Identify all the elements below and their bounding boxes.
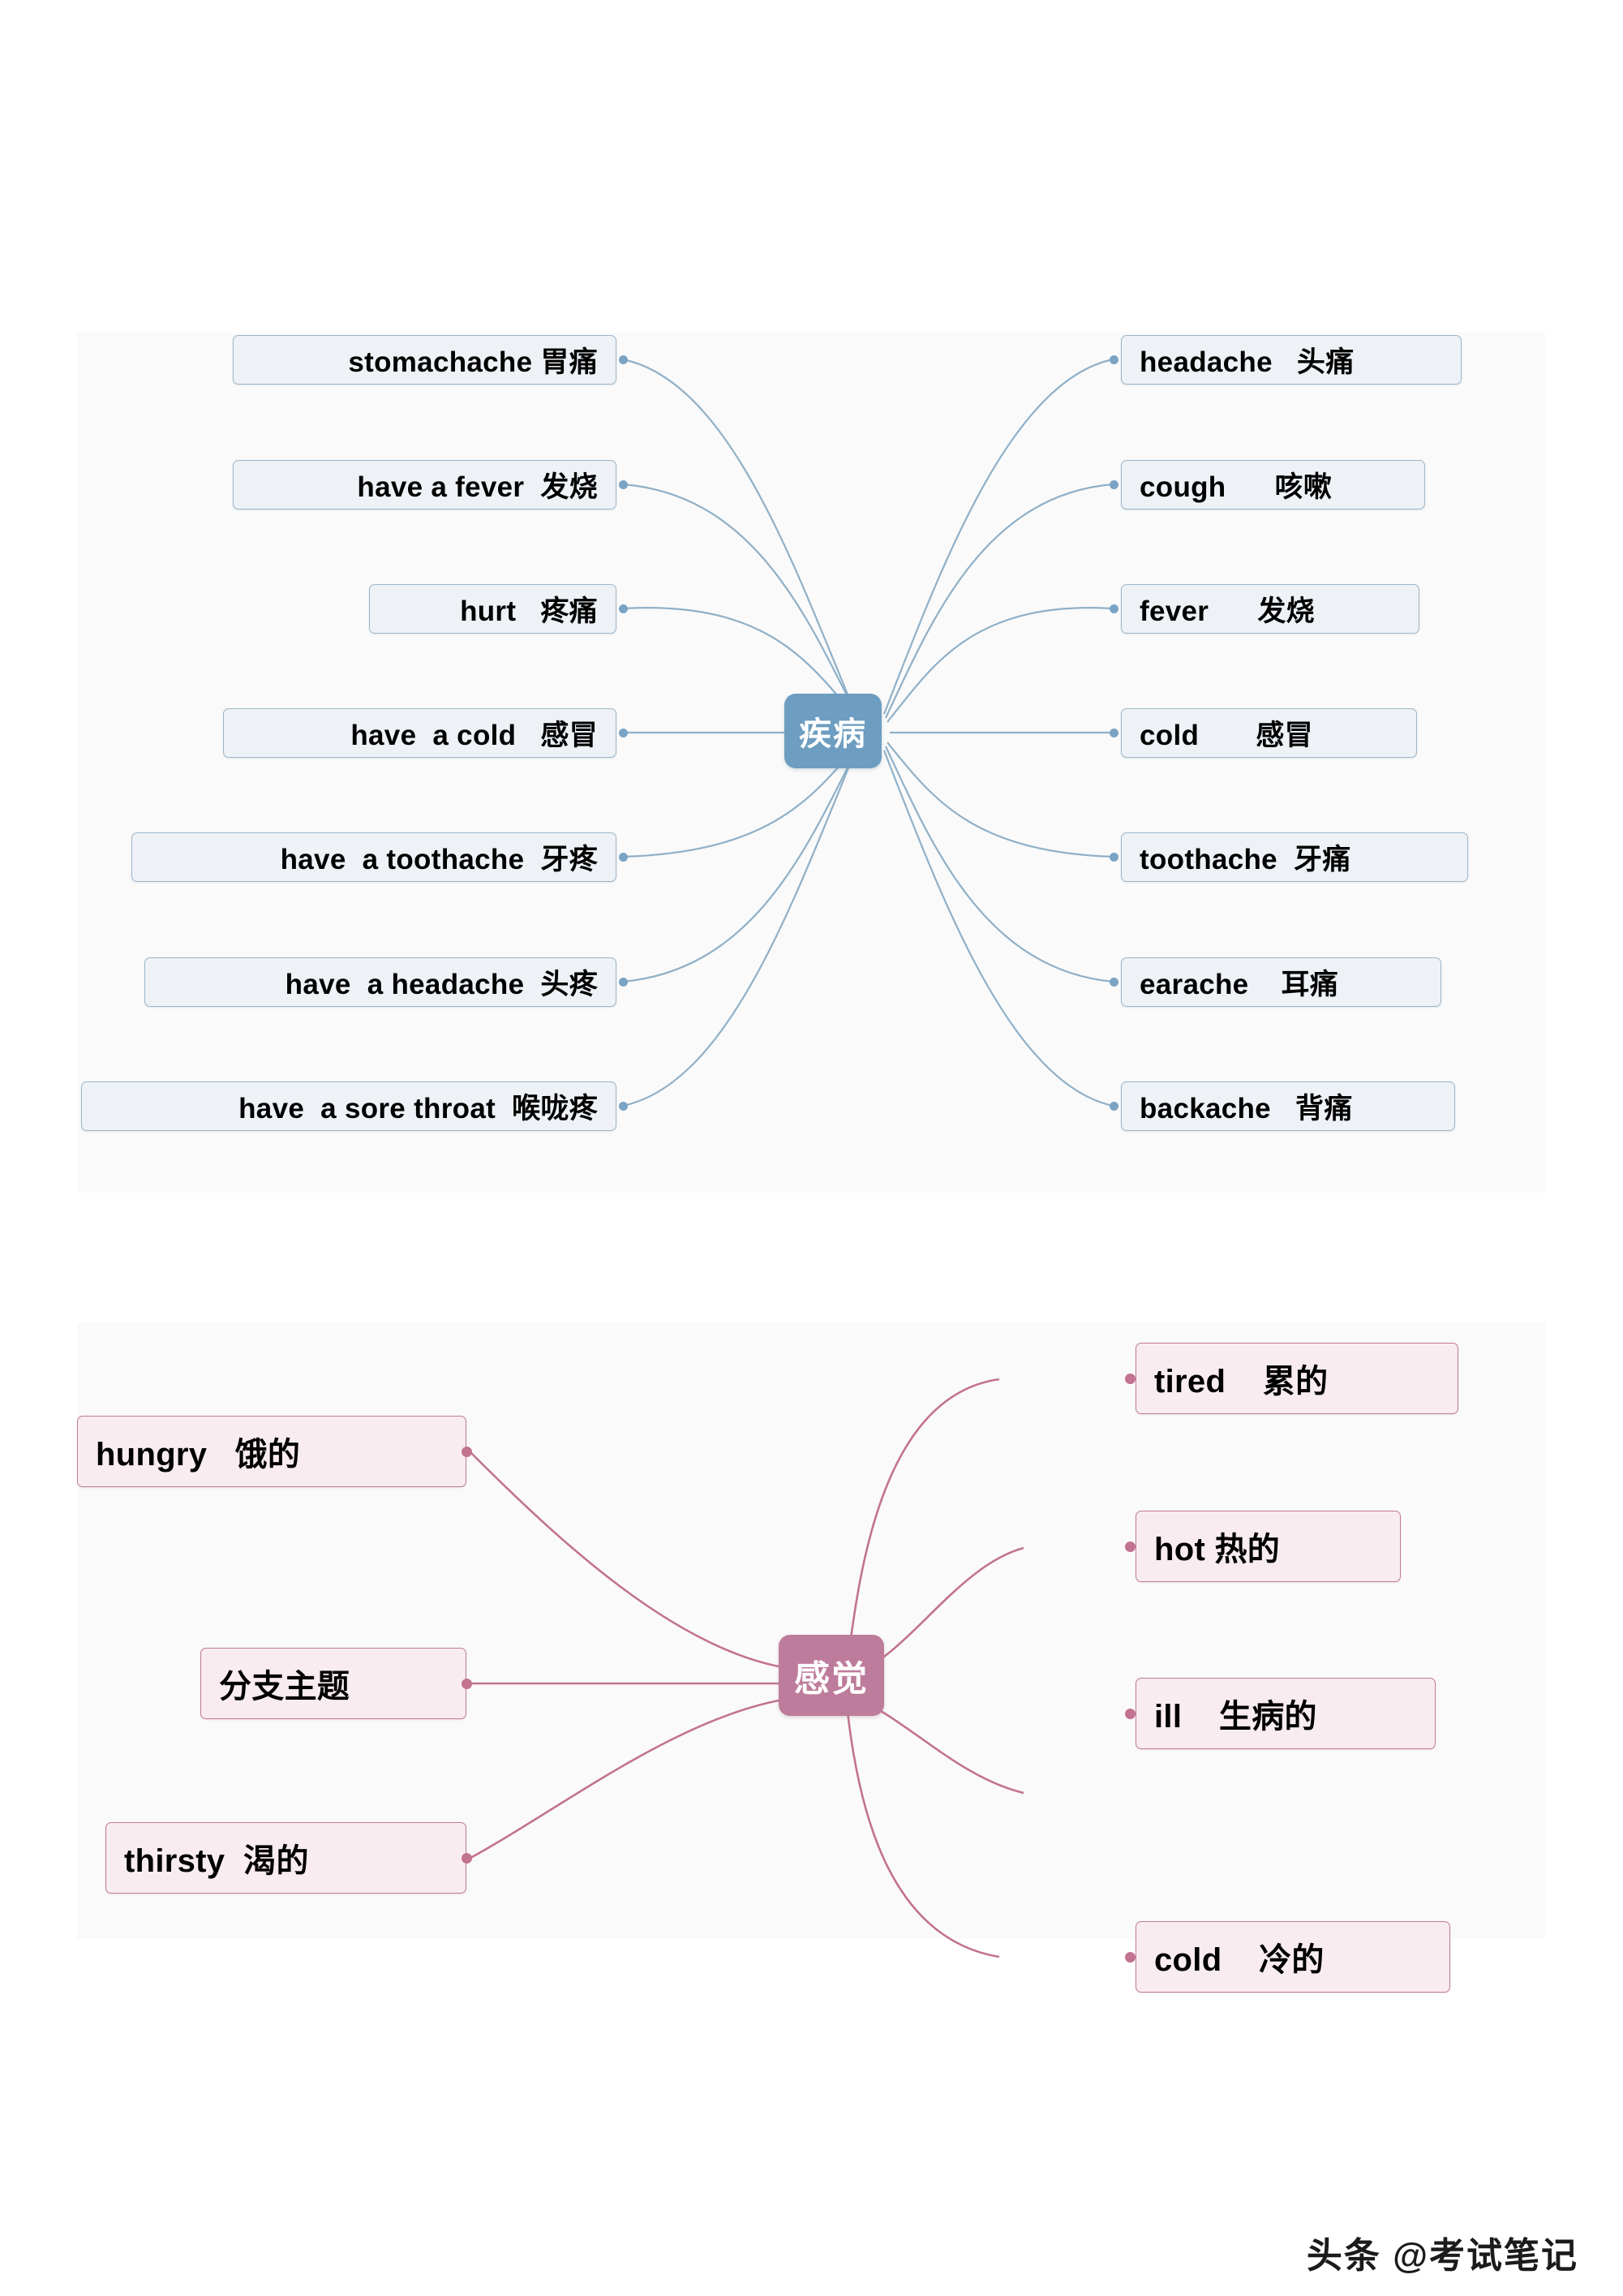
branch-cough-label: cough 咳嗽: [1140, 471, 1333, 503]
branch-hot-label: hot 热的: [1154, 1532, 1281, 1567]
branch-hurt[interactable]: hurt 疼痛: [369, 584, 616, 634]
branch-have-a-toothache[interactable]: have a toothache 牙疼: [131, 832, 616, 882]
branch-thirsty[interactable]: thirsty 渴的: [105, 1822, 466, 1894]
branch-ill-label: ill 生病的: [1154, 1699, 1317, 1735]
branch-fenzhizhuti[interactable]: 分支主题: [200, 1648, 466, 1719]
branch-hurt-label: hurt 疼痛: [460, 595, 598, 627]
link-dot: [1125, 1952, 1136, 1963]
branch-cold-feeling-label: cold 冷的: [1154, 1942, 1325, 1978]
branch-earache[interactable]: earache 耳痛: [1121, 957, 1441, 1007]
branch-have-a-sore-throat-label: have a sore throat 喉咙疼: [238, 1093, 598, 1124]
branch-tired[interactable]: tired 累的: [1136, 1343, 1458, 1414]
branch-have-a-fever[interactable]: have a fever 发烧: [233, 460, 616, 510]
branch-have-a-cold[interactable]: have a cold 感冒: [223, 708, 616, 758]
branch-hungry[interactable]: hungry 饿的: [77, 1416, 466, 1487]
watermark: 头条 @考试笔记: [1306, 2236, 1578, 2276]
branch-have-a-cold-label: have a cold 感冒: [350, 720, 598, 751]
branch-have-a-headache-label: have a headache 头疼: [285, 969, 598, 1000]
branch-cough[interactable]: cough 咳嗽: [1121, 460, 1425, 510]
branch-headache-label: headache 头痛: [1140, 346, 1355, 378]
branch-have-a-toothache-label: have a toothache 牙疼: [280, 844, 598, 875]
center-node-disease[interactable]: 疾病: [784, 694, 882, 768]
center-node-feeling-label: 感觉: [794, 1659, 869, 1699]
branch-hungry-label: hungry 饿的: [96, 1437, 301, 1473]
branch-have-a-fever-label: have a fever 发烧: [357, 471, 598, 503]
branch-fenzhizhuti-label: 分支主题: [219, 1669, 350, 1705]
branch-thirsty-label: thirsty 渴的: [124, 1843, 309, 1879]
branch-hot[interactable]: hot 热的: [1136, 1511, 1401, 1582]
branch-cold-feeling[interactable]: cold 冷的: [1136, 1921, 1450, 1993]
branch-ill[interactable]: ill 生病的: [1136, 1678, 1436, 1749]
branch-cold[interactable]: cold 感冒: [1121, 708, 1417, 758]
branch-backache-label: backache 背痛: [1140, 1093, 1353, 1124]
branch-have-a-sore-throat[interactable]: have a sore throat 喉咙疼: [81, 1081, 616, 1131]
branch-have-a-headache[interactable]: have a headache 头疼: [144, 957, 616, 1007]
branch-toothache-label: toothache 牙痛: [1140, 844, 1351, 875]
branch-tired-label: tired 累的: [1154, 1364, 1329, 1400]
branch-backache[interactable]: backache 背痛: [1121, 1081, 1455, 1131]
branch-stomachache[interactable]: stomachache 胃痛: [233, 335, 616, 385]
branch-cold-label: cold 感冒: [1140, 720, 1313, 751]
center-node-disease-label: 疾病: [799, 716, 867, 752]
branch-earache-label: earache 耳痛: [1140, 969, 1339, 1000]
branch-fever[interactable]: fever 发烧: [1121, 584, 1419, 634]
branch-headache[interactable]: headache 头痛: [1121, 335, 1462, 385]
center-node-feeling[interactable]: 感觉: [779, 1635, 884, 1716]
branch-toothache[interactable]: toothache 牙痛: [1121, 832, 1468, 882]
branch-stomachache-label: stomachache 胃痛: [348, 346, 598, 378]
branch-fever-label: fever 发烧: [1140, 595, 1315, 627]
